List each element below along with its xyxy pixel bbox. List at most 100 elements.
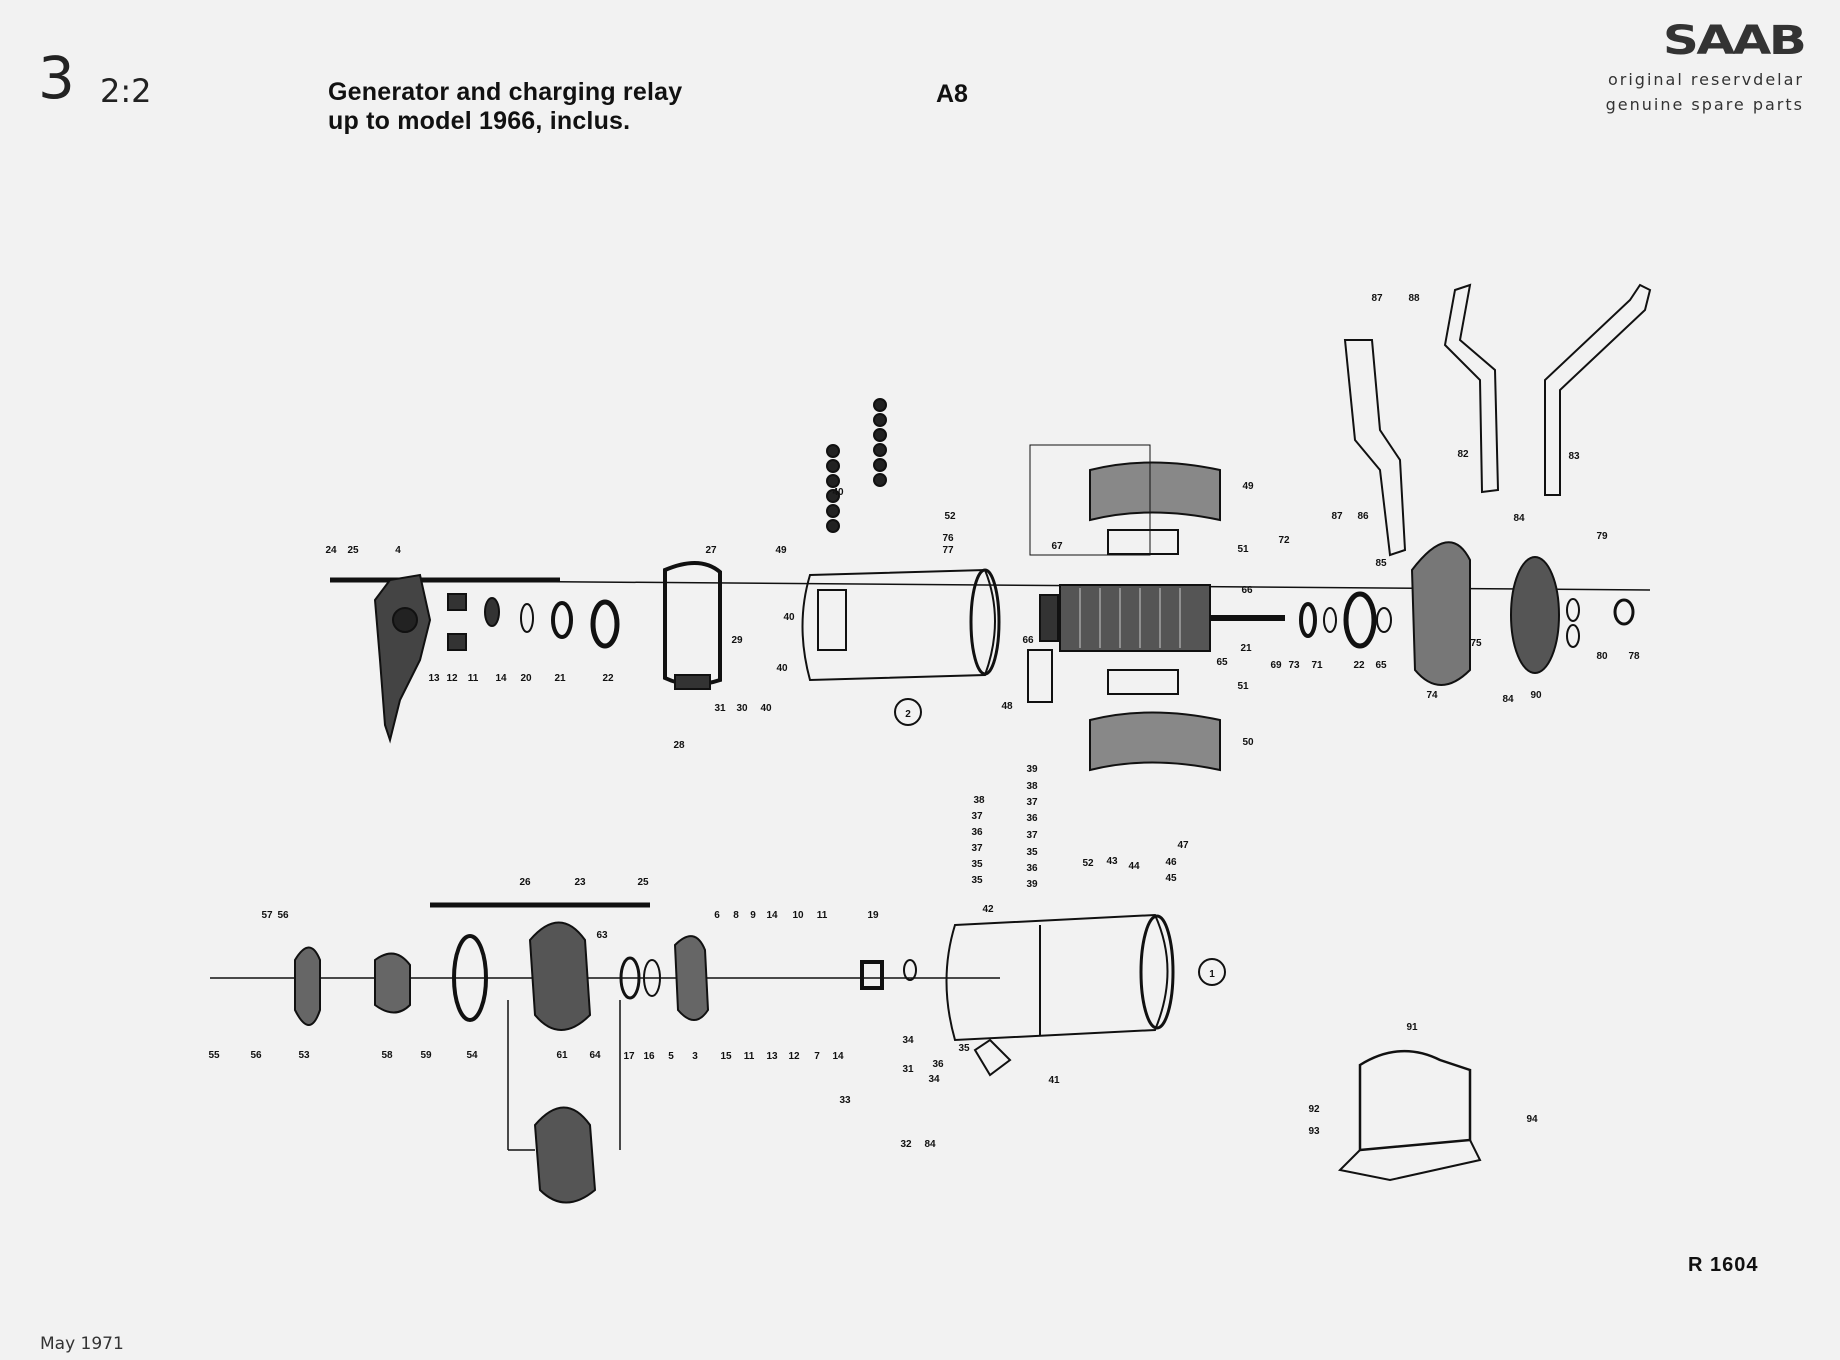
lower-part-label: 37 [1026,830,1038,841]
upper-part-label: 27 [705,545,717,556]
upper-part-label: 87 [1371,293,1383,304]
lower-part-label: 35 [971,859,983,870]
lower-part-label: 59 [420,1050,432,1061]
lower-part-label: 32 [900,1139,912,1150]
upper-part-label: 65 [1375,660,1387,671]
upper-part-label: 21 [1240,643,1252,654]
upper-part-label: 85 [1375,558,1387,569]
lower-assembly-drawing [210,902,1482,1204]
upper-part-label: 40 [776,663,788,674]
lower-part-label: 52 [1082,858,1094,869]
upper-part-label: 31 [714,703,726,714]
upper-part-label: 52 [944,511,956,522]
upper-part-label: 4 [395,545,401,556]
upper-part-label: 40 [760,703,772,714]
lower-part-label: 45 [1165,873,1177,884]
lower-part-label: 46 [1165,857,1177,868]
upper-part-label: 28 [673,740,685,751]
lower-part-label: 3 [692,1051,698,1062]
page-title: Generator and charging relay up to model… [328,78,682,136]
lower-part-label: 63 [596,930,608,941]
lower-part-label: 14 [832,1051,844,1062]
lower-part-label: 15 [720,1051,732,1062]
upper-part-label: 40 [783,612,795,623]
upper-part-label: 71 [1311,660,1323,671]
brand-tagline-2: genuine spare parts [1605,95,1804,114]
lower-part-label: 41 [1048,1075,1060,1086]
upper-part-label: 49 [775,545,787,556]
upper-part-label: 76 [942,533,954,544]
lower-part-label: 36 [1026,813,1038,824]
lower-part-label: 44 [1128,861,1140,872]
lower-part-label: 58 [381,1050,393,1061]
upper-part-label: 49 [1242,481,1254,492]
upper-part-label: 86 [1357,511,1369,522]
upper-part-label: 24 [325,545,337,556]
upper-part-label: 79 [1596,531,1608,542]
upper-part-label: 75 [1470,638,1482,649]
lower-part-label: 26 [519,877,531,888]
lower-part-label: 64 [589,1050,601,1061]
upper-part-label: 12 [446,673,458,684]
upper-part-label: 74 [1426,690,1438,701]
lower-part-label: 39 [1026,879,1038,890]
title-line-2: up to model 1966, inclus. [328,107,631,135]
upper-part-label: 25 [347,545,359,556]
upper-part-label: 51 [1237,681,1249,692]
lower-part-label: 36 [971,827,983,838]
lower-part-label: 91 [1406,1022,1418,1033]
lower-part-label: 8 [733,910,739,921]
lower-part-label: 9 [750,910,756,921]
lower-part-label: 23 [574,877,586,888]
lower-part-label: 42 [982,904,994,915]
upper-part-label: 80 [1596,651,1608,662]
lower-part-label: 56 [277,910,289,921]
lower-part-label: 53 [298,1050,310,1061]
upper-part-label: 83 [1568,451,1580,462]
lower-part-label: 38 [1026,781,1038,792]
lower-part-label: 35 [971,875,983,886]
lower-part-label: 36 [932,1059,944,1070]
lower-part-label: 34 [902,1035,914,1046]
lower-part-label: 14 [766,910,778,921]
lower-part-label: 57 [261,910,273,921]
brand-tagline-1: original reservdelar [1607,70,1804,89]
upper-part-label: 40 [832,487,844,498]
upper-part-label: 84 [1502,694,1514,705]
lower-part-label: 6 [714,910,720,921]
lower-part-label: 7 [814,1051,820,1062]
lower-part-label: 37 [1026,797,1038,808]
lower-part-label: 54 [466,1050,478,1061]
upper-part-label: 29 [731,635,743,646]
upper-part-label: 20 [520,673,532,684]
lower-part-label: 93 [1308,1126,1320,1137]
lower-part-label: 36 [1026,863,1038,874]
lower-part-label: 19 [867,910,879,921]
page-number: 3 [38,44,75,112]
title-line-1: Generator and charging relay [328,78,683,106]
lower-part-label: 94 [1526,1114,1538,1125]
lower-part-label: 5 [668,1051,674,1062]
callout-upper-label: 2 [905,709,911,720]
lower-part-label: 56 [250,1050,262,1061]
lower-part-label: 10 [792,910,804,921]
upper-part-label: 14 [495,673,507,684]
assembly-callouts: 2 1 [894,698,1226,986]
upper-part-label: 73 [1288,660,1300,671]
callout-lower-label: 1 [1209,969,1215,980]
lower-part-label: 61 [556,1050,568,1061]
upper-part-label: 22 [602,673,614,684]
upper-part-label: 67 [1051,541,1063,552]
upper-part-label: 72 [1278,535,1290,546]
callout-circle-lower [1198,958,1226,986]
upper-part-label: 13 [428,673,440,684]
saab-logo: SAAB [1662,18,1806,64]
lower-part-label: 33 [839,1095,851,1106]
brand-block: SAAB original reservdelar genuine spare … [1605,18,1807,114]
lower-part-label: 17 [623,1051,635,1062]
print-date: May 1971 [40,1334,124,1354]
lower-part-label: 25 [637,877,649,888]
lower-part-label: 43 [1106,856,1118,867]
